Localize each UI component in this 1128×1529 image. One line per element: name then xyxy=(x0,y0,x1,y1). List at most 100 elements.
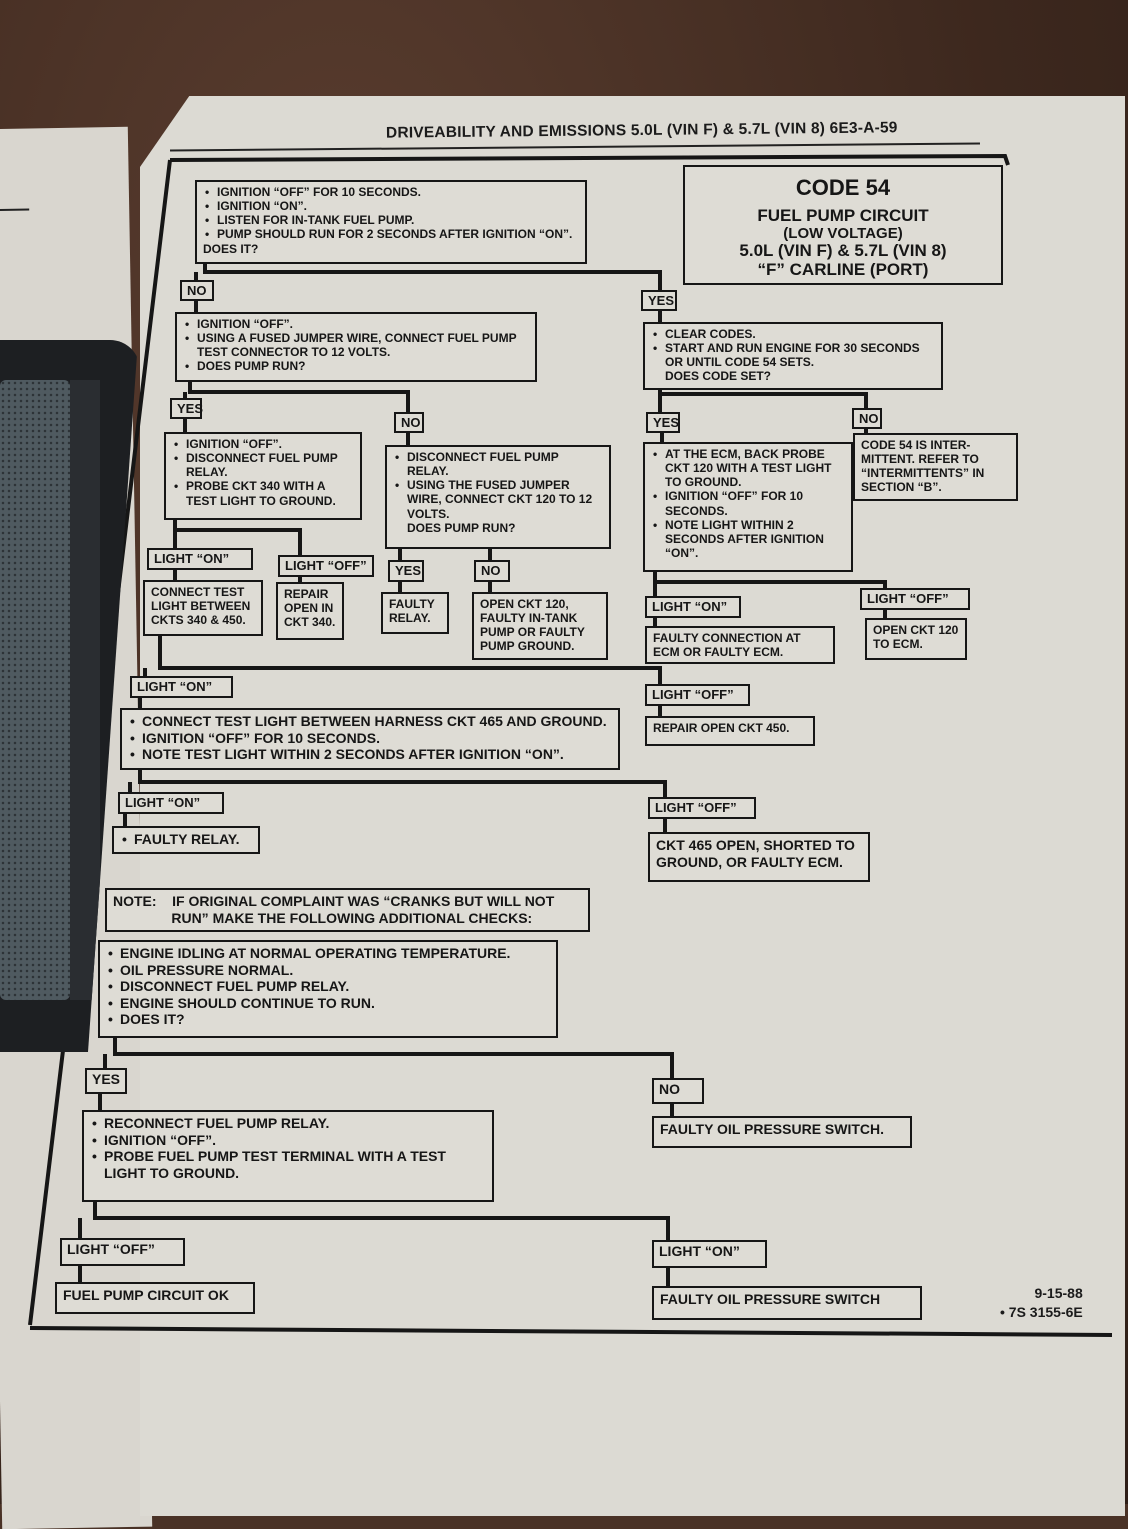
branch-label: NO xyxy=(852,408,882,430)
branch-label-text: NO xyxy=(401,415,421,430)
flowchart-step-box: OPEN CKT 120, FAULTY IN-TANK PUMP OR FAU… xyxy=(472,592,608,660)
phone-case-texture xyxy=(0,380,70,1000)
step-text: DOES CODE SET? xyxy=(665,369,772,384)
branch-label: LIGHT “OFF” xyxy=(645,684,750,706)
step-text: FAULTY OIL PRESSURE SWITCH xyxy=(660,1291,881,1307)
bullet-step: IGNITION “OFF”. xyxy=(172,437,354,451)
branch-label-text: YES xyxy=(395,563,422,578)
bullet-step: AT THE ECM, BACK PROBE CKT 120 WITH A TE… xyxy=(651,447,845,489)
revision-date: 9-15-88 xyxy=(1034,1285,1083,1301)
flowchart-step-box: FAULTY OIL PRESSURE SWITCH xyxy=(652,1286,922,1320)
branch-label: LIGHT “ON” xyxy=(118,792,224,814)
bullet-step: DOES IT? xyxy=(106,1011,550,1028)
document-number: • 7S 3155-6E xyxy=(1000,1303,1083,1320)
branch-label: LIGHT “OFF” xyxy=(60,1238,185,1266)
flowchart-step-box: FAULTY CONNECTION AT ECM OR FAULTY ECM. xyxy=(645,626,835,665)
bullet-step: CLEAR CODES. xyxy=(651,327,935,341)
branch-label-text: NO xyxy=(481,563,501,578)
flowchart-step-box: FAULTY OIL PRESSURE SWITCH. xyxy=(652,1116,912,1148)
bullet-step: DISCONNECT FUEL PUMP RELAY. xyxy=(172,451,354,479)
step-text: NOTE: IF ORIGINAL COMPLAINT WAS “CRANKS … xyxy=(113,893,555,909)
branch-label-text: LIGHT “OFF” xyxy=(67,1241,155,1257)
step-text: DOES IT? xyxy=(203,241,259,256)
branch-label: NO xyxy=(474,560,510,582)
flowchart-step-box: IGNITION “OFF”.DISCONNECT FUEL PUMP RELA… xyxy=(164,432,362,520)
bullet-step: DISCONNECT FUEL PUMP RELAY. xyxy=(393,450,603,478)
branch-label: NO xyxy=(394,412,424,434)
branch-label: LIGHT “ON” xyxy=(652,1240,767,1268)
flowchart-step-box: REPAIR OPEN IN CKT 340. xyxy=(276,582,344,640)
flowchart-step-box: FAULTY RELAY. xyxy=(112,826,260,854)
flowchart-step-box: CLEAR CODES.START AND RUN ENGINE FOR 30 … xyxy=(643,322,943,390)
flowchart-step-box: CODE 54 IS INTER-MITTENT. REFER TO “INTE… xyxy=(853,433,1018,501)
bullet-step: PUMP SHOULD RUN FOR 2 SECONDS AFTER IGNI… xyxy=(203,227,579,241)
branch-label-text: LIGHT “OFF” xyxy=(867,591,949,606)
connector xyxy=(103,1038,674,1080)
branch-label-text: LIGHT “ON” xyxy=(125,795,201,810)
branch-label: NO xyxy=(180,280,214,302)
step-text: FUEL PUMP CIRCUIT OK xyxy=(63,1287,229,1303)
bullet-step: IGNITION “ON”. xyxy=(203,199,579,213)
connector xyxy=(183,380,410,414)
branch-label-text: NO xyxy=(859,411,879,426)
bullet-step: IGNITION “OFF” FOR 10 SECONDS. xyxy=(203,185,579,199)
branch-label-text: NO xyxy=(187,283,207,298)
title-line: FUEL PUMP CIRCUIT xyxy=(757,205,929,225)
flowchart-step-box: CKT 465 OPEN, SHORTED TO GROUND, OR FAUL… xyxy=(648,832,870,882)
bullet-step: IGNITION “OFF” FOR 10 SECONDS. xyxy=(651,489,845,517)
bullet-step: CONNECT TEST LIGHT BETWEEN HARNESS CKT 4… xyxy=(128,713,612,730)
connector xyxy=(653,562,887,598)
connector xyxy=(78,1264,670,1288)
branch-label-text: LIGHT “OFF” xyxy=(652,687,734,702)
bullet-step: LISTEN FOR IN-TANK FUEL PUMP. xyxy=(203,213,579,227)
branch-label: LIGHT “ON” xyxy=(147,548,253,570)
connector xyxy=(173,517,302,558)
connector xyxy=(98,1092,674,1118)
bullet-step: OIL PRESSURE NORMAL. xyxy=(106,962,550,979)
bullet-step: DISCONNECT FUEL PUMP RELAY. xyxy=(106,978,550,995)
bullet-step: USING THE FUSED JUMPER WIRE, CONNECT CKT… xyxy=(393,478,603,520)
bullet-step: USING A FUSED JUMPER WIRE, CONNECT FUEL … xyxy=(183,331,529,359)
bullet-step: START AND RUN ENGINE FOR 30 SECONDS OR U… xyxy=(651,341,935,369)
bullet-step: FAULTY RELAY. xyxy=(120,831,252,848)
branch-label: YES xyxy=(85,1068,127,1094)
flowchart-step-box: OPEN CKT 120 TO ECM. xyxy=(865,618,967,660)
branch-label: LIGHT “ON” xyxy=(645,596,741,618)
branch-label: LIGHT “OFF” xyxy=(278,555,374,577)
bullet-step: RECONNECT FUEL PUMP RELAY. xyxy=(90,1115,486,1132)
branch-label: YES xyxy=(388,560,424,582)
code-number: CODE 54 xyxy=(795,175,891,200)
step-text: DOES PUMP RUN? xyxy=(407,520,516,535)
branch-label-text: LIGHT “ON” xyxy=(659,1243,740,1259)
step-text: CODE 54 IS INTER-MITTENT. REFER TO “INTE… xyxy=(861,438,985,495)
branch-label: YES xyxy=(170,398,203,420)
branch-label-text: LIGHT “OFF” xyxy=(655,800,737,815)
title-line: “F” CARLINE (PORT) xyxy=(757,259,929,279)
step-text: FAULTY RELAY. xyxy=(389,597,435,626)
step-text: OPEN CKT 120, FAULTY IN-TANK PUMP OR FAU… xyxy=(480,597,585,654)
step-text: CONNECT TEST LIGHT BETWEEN CKTS 340 & 45… xyxy=(151,585,251,628)
branch-label-text: YES xyxy=(92,1071,121,1087)
branch-label: LIGHT “OFF” xyxy=(860,588,970,610)
branch-label-text: LIGHT “OFF” xyxy=(285,558,367,573)
branch-label: NO xyxy=(652,1078,704,1104)
bullet-step: DOES PUMP RUN? xyxy=(183,359,529,373)
connector xyxy=(123,812,667,834)
title-line: 5.0L (VIN F) & 5.7L (VIN 8) xyxy=(739,241,947,261)
flowchart-step-box: CONNECT TEST LIGHT BETWEEN CKTS 340 & 45… xyxy=(143,580,263,636)
page-footer: 9-15-88 • 7S 3155-6E xyxy=(1000,1284,1083,1322)
bullet-step: PROBE FUEL PUMP TEST TERMINAL WITH A TES… xyxy=(90,1148,486,1181)
step-text: CKT 465 OPEN, SHORTED TO GROUND, OR FAUL… xyxy=(656,837,855,870)
branch-label-text: LIGHT “ON” xyxy=(154,551,230,566)
bullet-step: ENGINE SHOULD CONTINUE TO RUN. xyxy=(106,995,550,1012)
connector xyxy=(173,568,492,594)
bullet-step: IGNITION “OFF”. xyxy=(90,1132,486,1149)
flowchart-step-box: RECONNECT FUEL PUMP RELAY.IGNITION “OFF”… xyxy=(82,1110,494,1202)
branch-label-text: LIGHT “ON” xyxy=(137,679,213,694)
step-text: FAULTY CONNECTION AT ECM OR FAULTY ECM. xyxy=(653,631,801,660)
step-text: RUN” MAKE THE FOLLOWING ADDITIONAL CHECK… xyxy=(113,909,533,926)
flowchart-step-box: FUEL PUMP CIRCUIT OK xyxy=(55,1282,255,1314)
flowchart-step-box: ENGINE IDLING AT NORMAL OPERATING TEMPER… xyxy=(98,940,558,1038)
step-text: REPAIR OPEN CKT 450. xyxy=(653,721,790,735)
bullet-step: IGNITION “OFF” FOR 10 SECONDS. xyxy=(128,730,612,747)
